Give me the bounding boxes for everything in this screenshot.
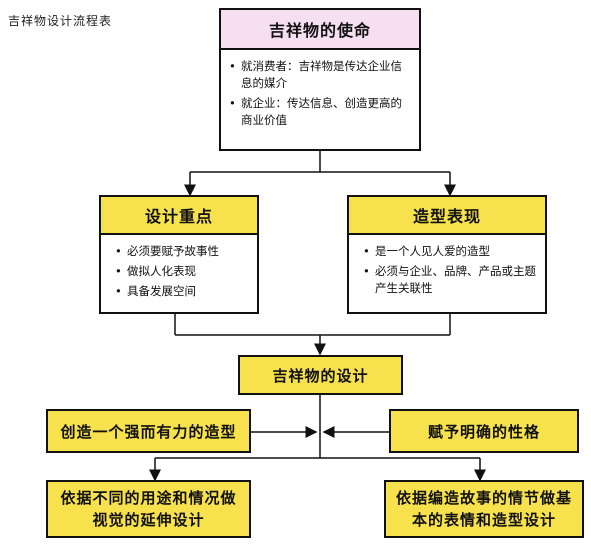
clear-personality-box: 赋予明确的性格 — [389, 409, 579, 453]
mission-content: 就消费者：吉祥物是传达企业信息的媒介 就企业：传达信息、创造更高的商业价值 — [219, 48, 421, 151]
styling-content: 是一个人见人爱的造型 必须与企业、品牌、产品或主题产生关联性 — [347, 233, 547, 314]
strong-shape-box: 创造一个强而有力的造型 — [46, 409, 251, 453]
corner-title: 吉祥物设计流程表 — [8, 14, 113, 28]
mascot-design-box: 吉祥物的设计 — [238, 355, 403, 395]
extension-design-box: 依据不同的用途和情况做视觉的延伸设计 — [46, 480, 251, 538]
design-focus-item: 做拟人化表现 — [115, 263, 249, 280]
mission-title: 吉祥物的使命 — [219, 8, 421, 50]
expression-design-box: 依据编造故事的情节做基本的表情和造型设计 — [384, 480, 584, 538]
design-focus-item: 具备发展空间 — [115, 283, 249, 300]
styling-item: 必须与企业、品牌、产品或主题产生关联性 — [363, 263, 537, 297]
design-focus-item: 必须要赋予故事性 — [115, 243, 249, 260]
styling-item: 是一个人见人爱的造型 — [363, 243, 537, 260]
design-focus-title: 设计重点 — [99, 195, 259, 235]
styling-title: 造型表现 — [347, 195, 547, 235]
mission-item-consumer: 就消费者：吉祥物是传达企业信息的媒介 — [229, 58, 411, 92]
design-focus-content: 必须要赋予故事性 做拟人化表现 具备发展空间 — [99, 233, 259, 314]
mission-item-enterprise: 就企业：传达信息、创造更高的商业价值 — [229, 95, 411, 129]
